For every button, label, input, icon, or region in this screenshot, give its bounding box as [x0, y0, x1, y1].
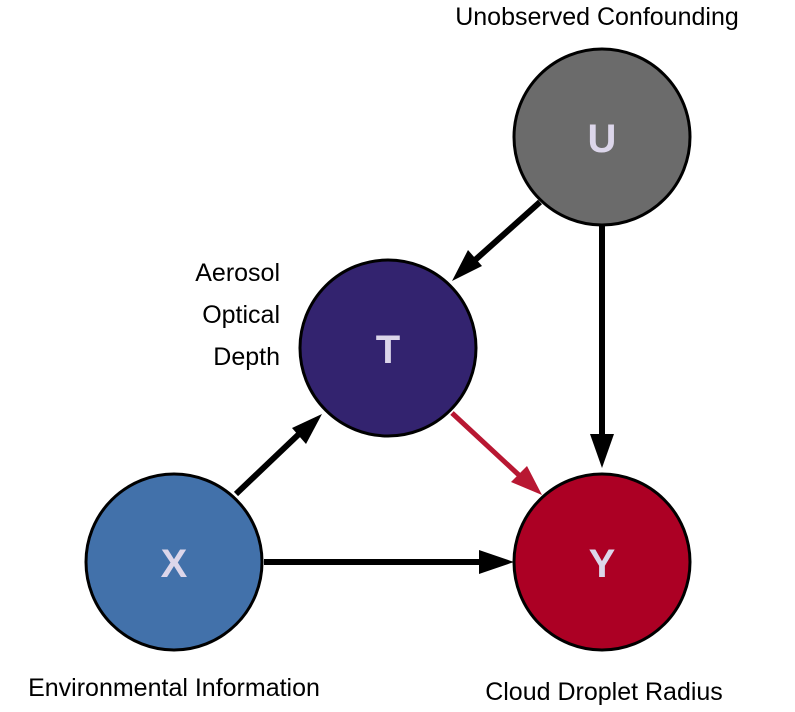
node-y-letter: Y	[589, 542, 616, 586]
node-x-circle	[84, 472, 264, 652]
node-y-circle	[512, 472, 692, 652]
arrowhead-u-to-t	[452, 250, 482, 281]
node-t-caption-line-3: Depth	[213, 343, 280, 371]
node-y-caption: Cloud Droplet Radius	[485, 678, 723, 706]
node-u-circle	[512, 47, 692, 227]
node-t-caption-line-2: Optical	[202, 301, 280, 329]
node-t: T	[298, 258, 478, 438]
node-x-caption: Environmental Information	[28, 674, 320, 702]
arrowhead-t-to-y	[511, 466, 542, 495]
node-t-caption-line-1: Aerosol	[195, 259, 280, 287]
edge-u-to-t	[472, 199, 542, 264]
node-t-letter: T	[376, 328, 400, 372]
node-y: Y	[512, 472, 692, 652]
node-x: X	[84, 472, 264, 652]
edges	[233, 199, 614, 574]
arrowhead-x-to-t	[292, 414, 322, 444]
node-u: U	[512, 47, 692, 227]
node-u-caption: Unobserved Confounding	[455, 3, 739, 31]
node-t-circle	[298, 258, 478, 438]
edge-x-to-t	[233, 431, 302, 497]
edge-t-to-y	[450, 411, 523, 479]
node-u-letter: U	[588, 117, 617, 161]
arrowhead-u-to-y	[590, 434, 614, 468]
node-x-letter: X	[161, 542, 188, 586]
arrowhead-x-to-y	[479, 550, 514, 574]
